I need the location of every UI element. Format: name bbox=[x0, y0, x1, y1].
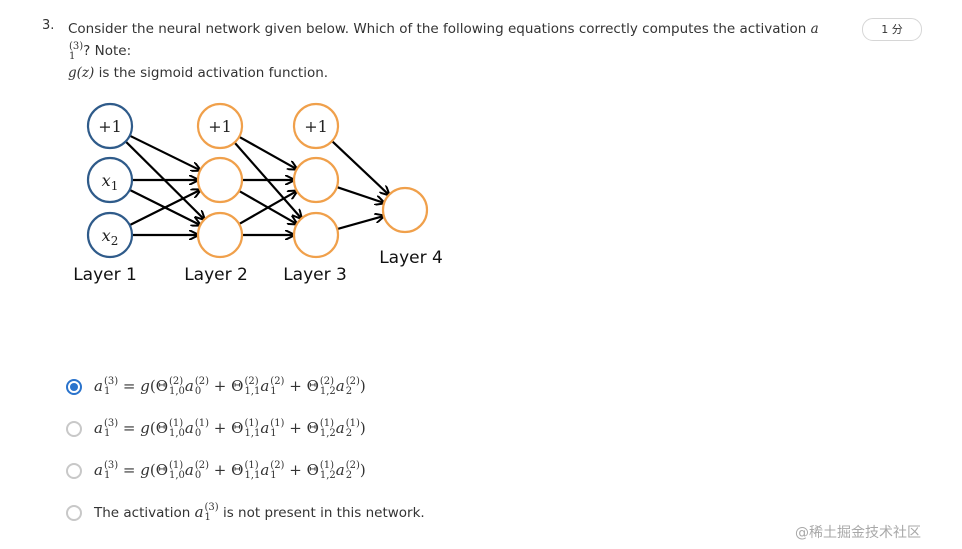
node-label: x1 bbox=[102, 171, 119, 193]
node-layer3-1 bbox=[292, 156, 340, 204]
radio-button[interactable] bbox=[66, 421, 82, 437]
node-label: +1 bbox=[304, 117, 328, 136]
node-label: +1 bbox=[208, 117, 232, 136]
node-layer2-1 bbox=[196, 156, 244, 204]
edge-l2-2-to-l3-1 bbox=[238, 191, 297, 226]
node-layer3-0 bbox=[292, 102, 340, 150]
neural-network-diagram: +1 x1 x2 +1 +1 Layer 1 Layer 2 Layer 3 Layer 4 bbox=[73, 102, 443, 285]
node-label: +1 bbox=[98, 117, 122, 136]
option-text: The activation a(3)1 is not present in t… bbox=[94, 502, 425, 523]
layer-label-2: Layer 2 bbox=[184, 265, 248, 285]
watermark: @稀土掘金技术社区 bbox=[795, 525, 921, 541]
radio-button[interactable] bbox=[66, 463, 82, 479]
node-layer1-0 bbox=[86, 102, 134, 150]
activation-symbol: a(3)1 bbox=[69, 21, 819, 62]
node-layer2-2 bbox=[196, 211, 244, 259]
radio-button-selected[interactable] bbox=[66, 379, 82, 395]
option-4[interactable]: The activation a(3)1 is not present in t… bbox=[66, 492, 425, 534]
radio-button[interactable] bbox=[66, 505, 82, 521]
node-layer2-0 bbox=[196, 102, 244, 150]
layer-label-3: Layer 3 bbox=[283, 265, 347, 285]
question-text: Consider the neural network given below.… bbox=[68, 18, 828, 84]
node-layer4-0 bbox=[381, 186, 429, 234]
edge-l3-2-to-l4-0 bbox=[336, 216, 384, 231]
node-layer1-1 bbox=[86, 156, 134, 204]
question-text-before: Consider the neural network given below.… bbox=[68, 21, 807, 37]
points-badge: 1 分 bbox=[862, 18, 922, 41]
edge-l1-2-to-l2-1 bbox=[129, 190, 201, 227]
question-text-after: ? Note: bbox=[83, 43, 132, 59]
edge-l1-0-to-l2-1 bbox=[129, 134, 201, 171]
question-line2-text: is the sigmoid activation function. bbox=[94, 65, 329, 81]
edge-l2-0-to-l3-1 bbox=[238, 135, 297, 169]
layer-label-4: Layer 4 bbox=[379, 248, 443, 268]
layer-label-1: Layer 1 bbox=[73, 265, 137, 285]
edge-l3-1-to-l4-0 bbox=[336, 185, 384, 203]
question-number: 3. bbox=[42, 18, 55, 33]
node-layer1-2 bbox=[86, 211, 134, 259]
sigmoid-math: g(z) bbox=[68, 65, 95, 81]
node-label: x2 bbox=[102, 226, 119, 248]
edge-l3-0-to-l4-0 bbox=[331, 140, 389, 195]
node-layer3-2 bbox=[292, 211, 340, 259]
